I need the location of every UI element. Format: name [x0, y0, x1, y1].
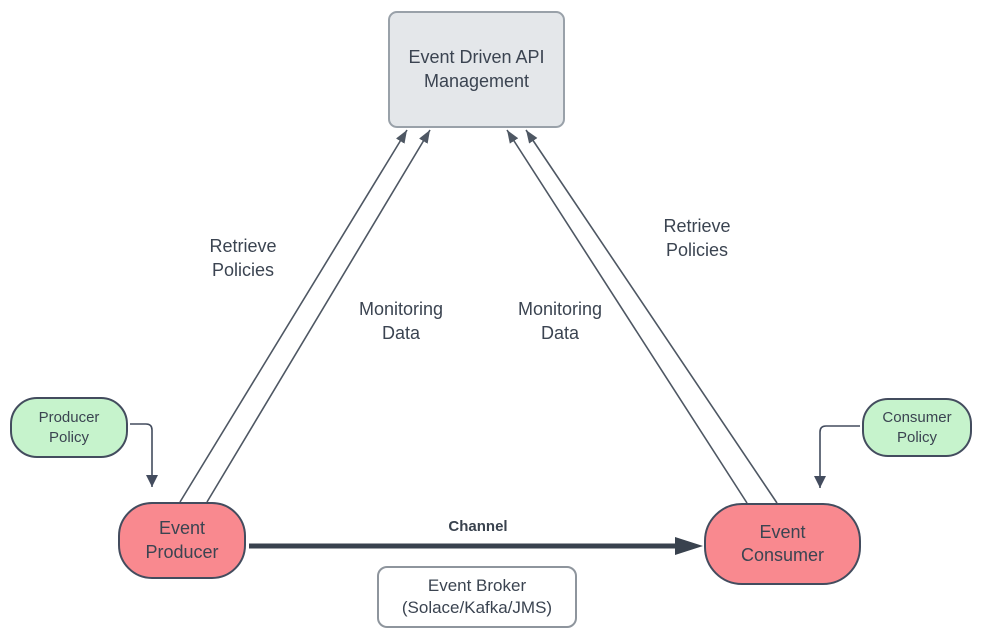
node-event-driven-api-management-label: Event Driven API Management: [408, 47, 545, 91]
node-event-consumer-label: Event Consumer: [740, 521, 825, 565]
edge-label-monitoring-data-left: Monitoring Data: [358, 299, 444, 344]
node-producer-policy-label: Producer Policy: [38, 409, 100, 446]
arrow-retrieve-policies-left: [179, 129, 408, 503]
arrow-channel-head: [675, 537, 703, 555]
edge-label-channel: Channel: [448, 518, 508, 535]
node-event-producer-label: Event Producer: [145, 518, 219, 562]
edge-label-retrieve-policies-left: Retrieve Policies: [209, 236, 277, 281]
connector-consumer-policy: [814, 425, 860, 488]
edge-label-monitoring-data-right: Monitoring Data: [517, 299, 603, 344]
arrow-retrieve-policies-right: [525, 129, 778, 504]
node-event-broker: Event Broker (Solace/Kafka/JMS): [377, 566, 577, 628]
node-producer-policy: Producer Policy: [10, 397, 128, 458]
node-event-broker-label: Event Broker (Solace/Kafka/JMS): [401, 576, 553, 617]
node-consumer-policy: Consumer Policy: [862, 398, 972, 457]
arrow-monitoring-data-left: [206, 129, 431, 503]
connector-producer-policy: [130, 423, 158, 487]
node-event-producer: Event Producer: [118, 502, 246, 579]
edge-label-retrieve-policies-right: Retrieve Policies: [663, 216, 731, 261]
node-event-consumer: Event Consumer: [704, 503, 861, 585]
node-consumer-policy-label: Consumer Policy: [882, 409, 952, 446]
node-event-driven-api-management: Event Driven API Management: [388, 11, 565, 128]
arrow-monitoring-data-right: [506, 129, 748, 504]
